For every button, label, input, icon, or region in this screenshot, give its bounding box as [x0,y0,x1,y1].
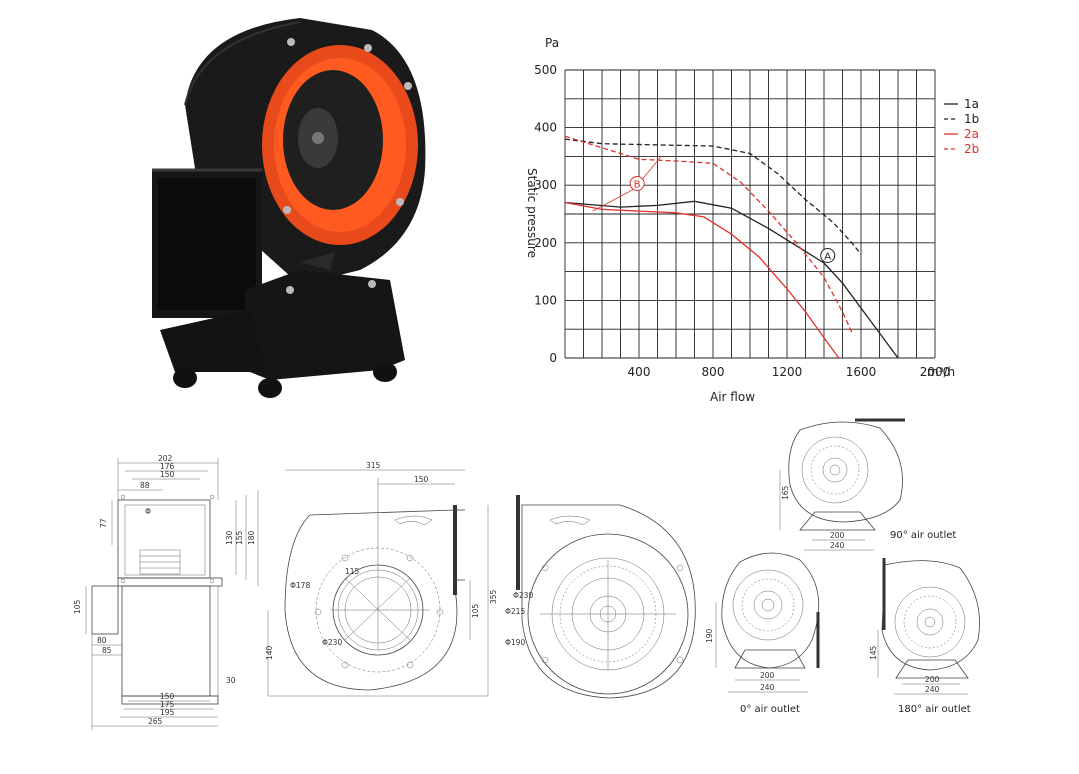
dim-150-bottom: 150 [160,692,175,701]
annotation-leader-A [822,260,825,264]
y-tick-label: 100 [534,293,557,307]
y-unit-label: Pa [545,36,559,50]
dim-155: 155 [235,530,244,545]
outlet-0-view: 190 200 240 0° air outlet [705,552,820,715]
annotation-leader-B2 [641,156,662,180]
series-1a [564,200,899,359]
dia-230-rear: Φ230 [513,591,533,600]
dim-88: 88 [140,481,150,490]
chart-annotations: AB [592,156,836,264]
x-tick-labels: 400 800 1200 1600 2000 [628,365,951,379]
dim-200-outlet-0: 200 [760,671,775,680]
outlet-0-caption: 0° air outlet [740,704,800,715]
dim-200-outlet-90: 200 [830,531,845,540]
dim-176: 176 [160,462,175,471]
annotation-label-B: B [634,179,641,190]
dim-240-outlet-180: 240 [925,685,940,694]
front-view-drawing: 315 150 115 Φ178 Φ230 140 105 355 [265,461,498,697]
dim-202: 202 [158,454,173,463]
series-1b [564,138,862,255]
chart-grid [564,69,936,359]
dim-240-outlet-90: 240 [830,541,845,550]
rear-view-drawing: Φ230 Φ215 Φ190 [505,495,696,699]
legend-label-1a: 1a [964,97,979,111]
dim-355: 355 [489,589,498,604]
dim-150-top: 150 [160,470,175,479]
x-tick-label: 400 [628,365,651,379]
y-tick-label: 500 [534,63,557,77]
series-2a [564,201,840,359]
dim-265: 265 [148,717,163,726]
dim-140: 140 [265,645,274,660]
x-tick-label: 1200 [772,365,803,379]
legend-label-1b: 1b [964,112,979,126]
y-tick-label: 400 [534,121,557,135]
y-tick-label: 0 [549,351,557,365]
x-unit-label: m³/h [927,365,955,379]
dim-315: 315 [366,461,381,470]
fan-product-image [152,18,426,398]
dim-180: 180 [247,530,256,545]
legend-label-2a: 2a [964,127,979,141]
annotation-leader-B1 [592,189,634,212]
dim-145-outlet: 145 [869,645,878,660]
dim-175: 175 [160,700,175,709]
annotation-label-A: A [824,251,831,262]
dim-200-outlet-180: 200 [925,675,940,684]
dim-105-front: 105 [471,603,480,618]
dia-215: Φ215 [505,607,525,616]
phi-symbol: Φ [145,507,151,516]
outlet-180-view: 145 200 240 180° air outlet [869,558,980,715]
y-axis-label: Static pressure [525,168,539,258]
chart-series [564,135,899,359]
dim-105: 105 [73,599,82,614]
outlet-90-view: 165 200 240 90° air outlet [779,418,956,551]
dia-190: Φ190 [505,638,525,647]
dim-80: 80 [97,636,107,645]
dim-77: 77 [99,518,108,528]
dia-230-front: Φ230 [322,638,342,647]
x-tick-label: 800 [702,365,725,379]
dim-130: 130 [225,530,234,545]
annotation-marker-B [629,175,645,191]
outlet-90-caption: 90° air outlet [890,530,956,541]
dim-150-front: 150 [414,475,429,484]
dim-190-outlet: 190 [705,628,714,643]
annotation-marker-A [820,247,836,263]
y-tick-labels: 0 100 200 300 400 500 [534,63,557,365]
legend-label-2b: 2b [964,142,979,156]
dia-178: Φ178 [290,581,310,590]
dim-165-outlet: 165 [781,485,790,500]
side-view-drawing: 202 176 150 88 Φ 77 130 155 180 105 80 8… [73,454,259,730]
y-tick-label: 200 [534,236,557,250]
outlet-180-caption: 180° air outlet [898,704,971,715]
y-tick-label: 300 [534,178,557,192]
x-tick-label: 2000 [920,365,951,379]
dim-115: 115 [345,567,360,576]
dim-195: 195 [160,708,175,717]
dim-240-outlet-0: 240 [760,683,775,692]
x-tick-label: 1600 [846,365,877,379]
series-2b [564,135,853,333]
dim-30: 30 [226,676,236,685]
dim-85: 85 [102,646,112,655]
x-axis-label: Air flow [710,390,755,404]
